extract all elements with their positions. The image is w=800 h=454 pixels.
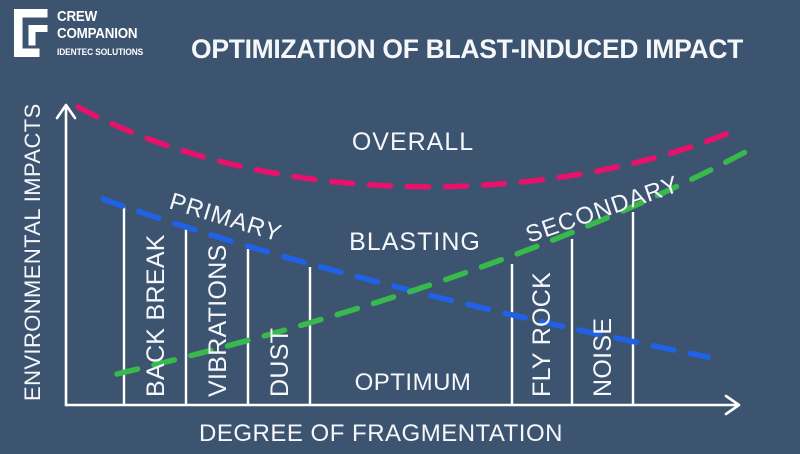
page-title: OPTIMIZATION OF BLAST-INDUCED IMPACT bbox=[191, 34, 744, 64]
y-axis-arrow-icon bbox=[55, 103, 77, 120]
vibrations-label: VIBRATIONS bbox=[204, 244, 232, 397]
logo-line-identec-solutions: IDENTEC SOLUTIONS bbox=[57, 47, 144, 57]
logo-text: CREW COMPANION IDENTEC SOLUTIONS bbox=[57, 9, 148, 57]
x-axis-arrow-icon bbox=[724, 394, 741, 416]
logo-line-companion: COMPANION bbox=[57, 26, 138, 42]
crew-companion-logo-icon bbox=[14, 9, 48, 57]
primary-impacts-curve bbox=[100, 196, 711, 360]
back-break-label: BACK BREAK bbox=[142, 234, 170, 397]
x-axis bbox=[64, 394, 741, 416]
secondary-label: SECONDARY bbox=[522, 171, 683, 249]
overall-blasting-curve bbox=[75, 104, 734, 190]
x-axis-label: DEGREE OF FRAGMENTATION bbox=[199, 420, 563, 447]
secondary-impacts-curve bbox=[114, 146, 754, 377]
dust-label: DUST bbox=[266, 328, 294, 397]
logo-line-crew: CREW bbox=[57, 9, 98, 25]
overall-label: OVERALL bbox=[352, 128, 474, 156]
y-axis bbox=[55, 103, 77, 407]
noise-label: NOISE bbox=[589, 318, 617, 397]
optimum-label: OPTIMUM bbox=[355, 369, 472, 396]
y-axis-label: ENVIRONMENTAL IMPACTS bbox=[20, 103, 45, 401]
fly-rock-label: FLY ROCK bbox=[528, 272, 556, 397]
logo: CREW COMPANION IDENTEC SOLUTIONS bbox=[14, 9, 148, 57]
blasting-label: BLASTING bbox=[349, 228, 481, 256]
